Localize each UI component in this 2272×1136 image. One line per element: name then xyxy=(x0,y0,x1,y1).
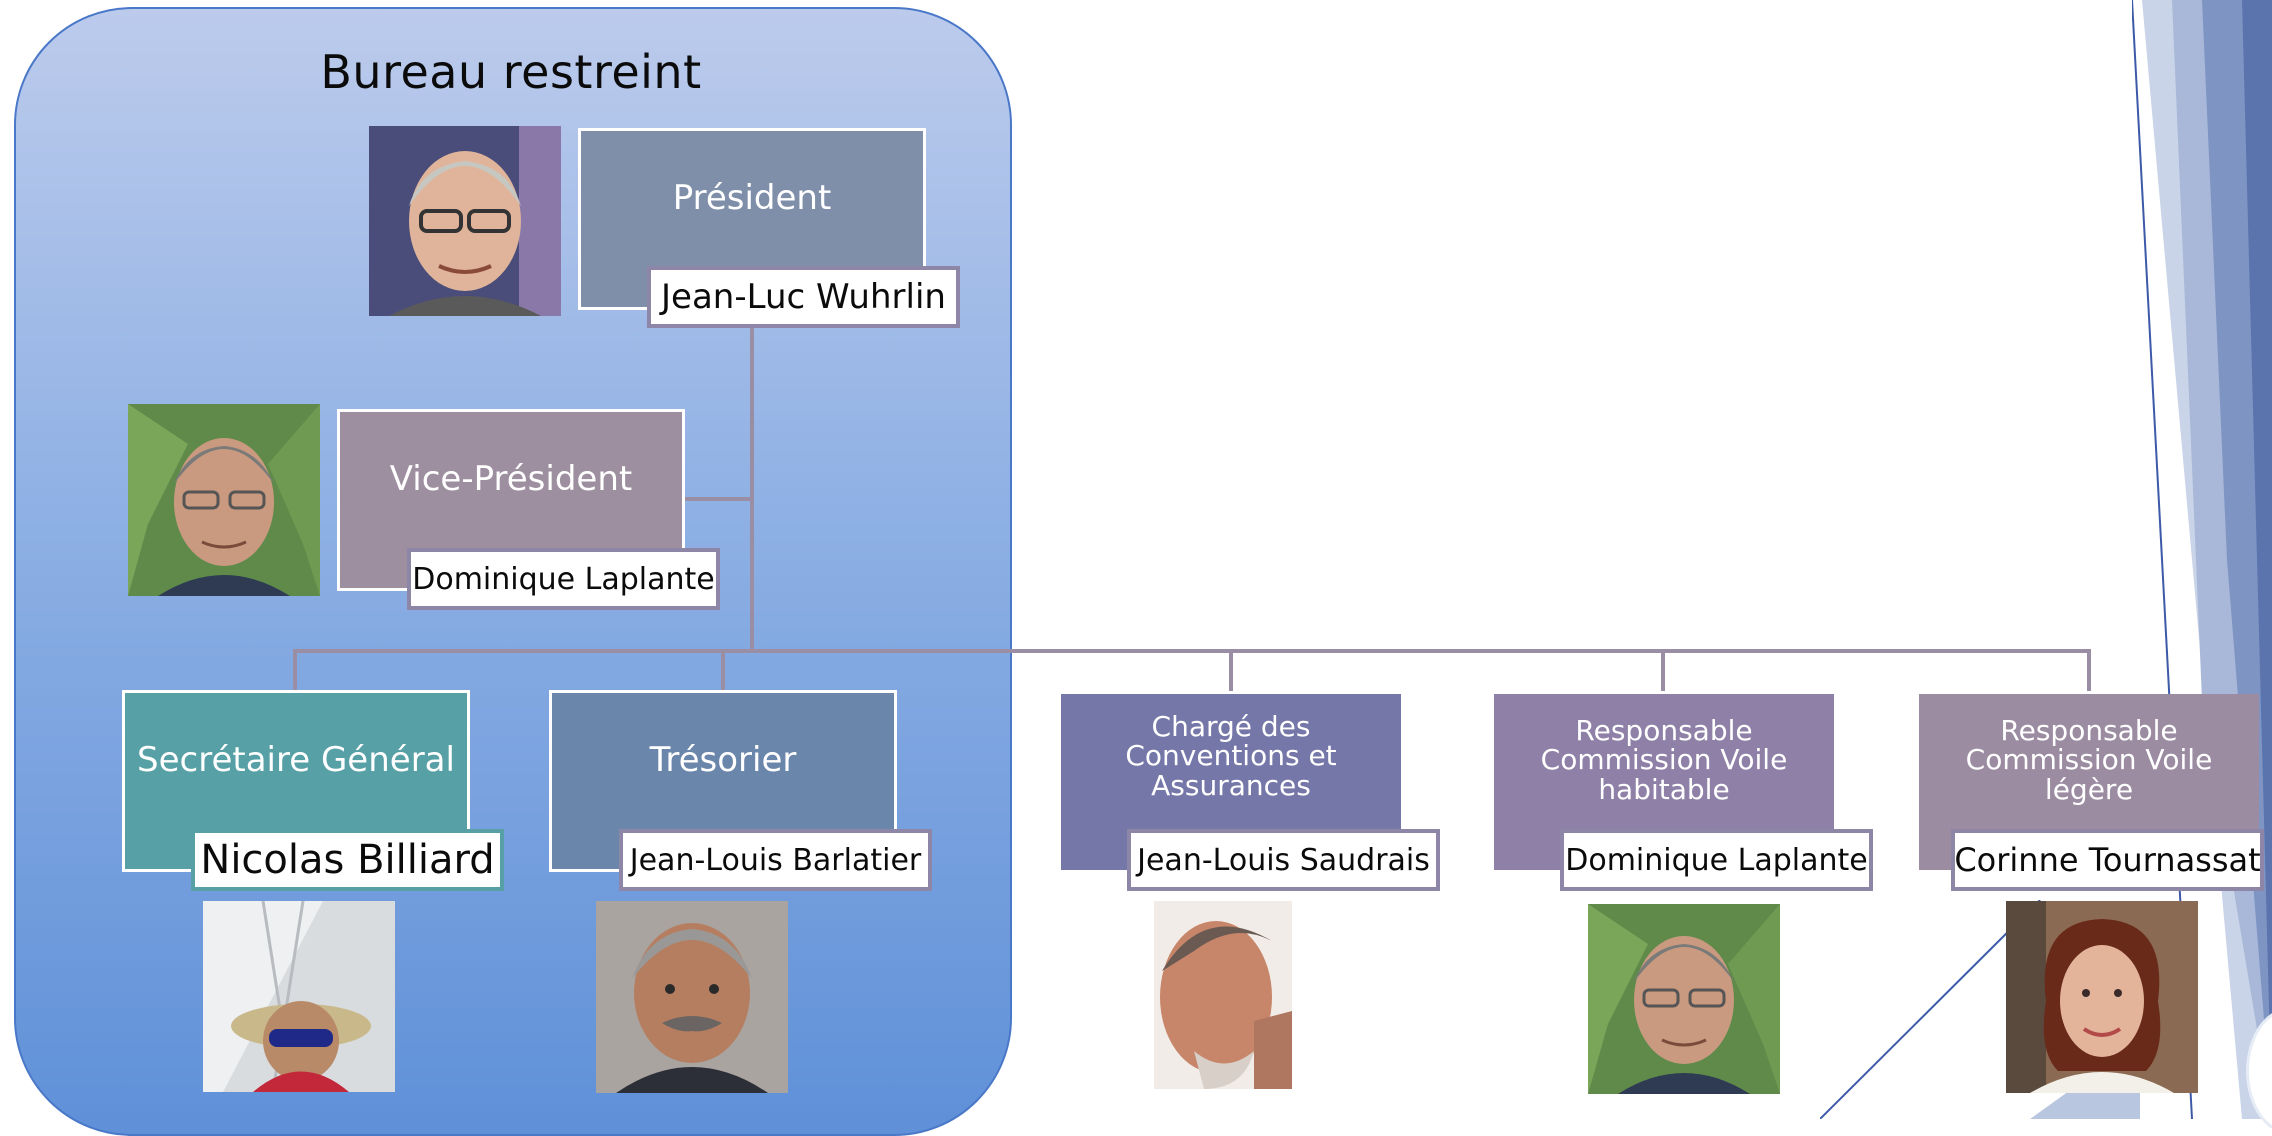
role-title: Président xyxy=(672,178,832,219)
portrait-dominique-laplante-photo xyxy=(128,404,320,596)
panel-title: Bureau restreint xyxy=(320,45,702,99)
portrait-jean-luc-wuhrlin-photo xyxy=(369,126,561,316)
name-label-voile-habitable: Dominique Laplante xyxy=(1560,829,1873,891)
role-title: Vice-Président xyxy=(389,459,633,500)
connector-drop-conventions xyxy=(1229,649,1233,691)
portrait-dominique-laplante-photo xyxy=(1588,904,1780,1094)
name-label-secretaire-general: Nicolas Billiard xyxy=(191,829,504,891)
connector-horizontal-bus xyxy=(293,649,2091,653)
role-title: Chargé des Conventions et Assurances xyxy=(1125,710,1337,802)
connector-president-vertical xyxy=(750,326,754,652)
connector-vice-president xyxy=(685,497,752,501)
portrait-nicolas-billiard-photo xyxy=(203,901,395,1092)
portrait-jean-louis-barlatier-photo xyxy=(596,901,788,1093)
portrait-corinne-tournassat-photo xyxy=(2006,901,2198,1093)
name-label-voile-legere: Corinne Tournassat xyxy=(1951,829,2264,891)
name-label-president: Jean-Luc Wuhrlin xyxy=(647,266,960,328)
connector-drop-secretaire xyxy=(293,649,297,691)
role-title: Responsable Commission Voile légère xyxy=(1965,714,2213,806)
name-label-conventions: Jean-Louis Saudrais xyxy=(1127,829,1440,891)
connector-drop-tresorier xyxy=(721,649,725,691)
connector-drop-voile-legere xyxy=(2087,649,2091,691)
name-label-tresorier: Jean-Louis Barlatier xyxy=(619,829,932,891)
portrait-jean-louis-saudrais-photo xyxy=(1154,901,1292,1089)
connector-drop-voile-habitable xyxy=(1661,649,1665,691)
role-title: Trésorier xyxy=(649,740,797,781)
role-title: Responsable Commission Voile habitable xyxy=(1540,714,1788,806)
role-title: Secrétaire Général xyxy=(137,740,455,781)
name-label-vice-president: Dominique Laplante xyxy=(407,548,720,610)
